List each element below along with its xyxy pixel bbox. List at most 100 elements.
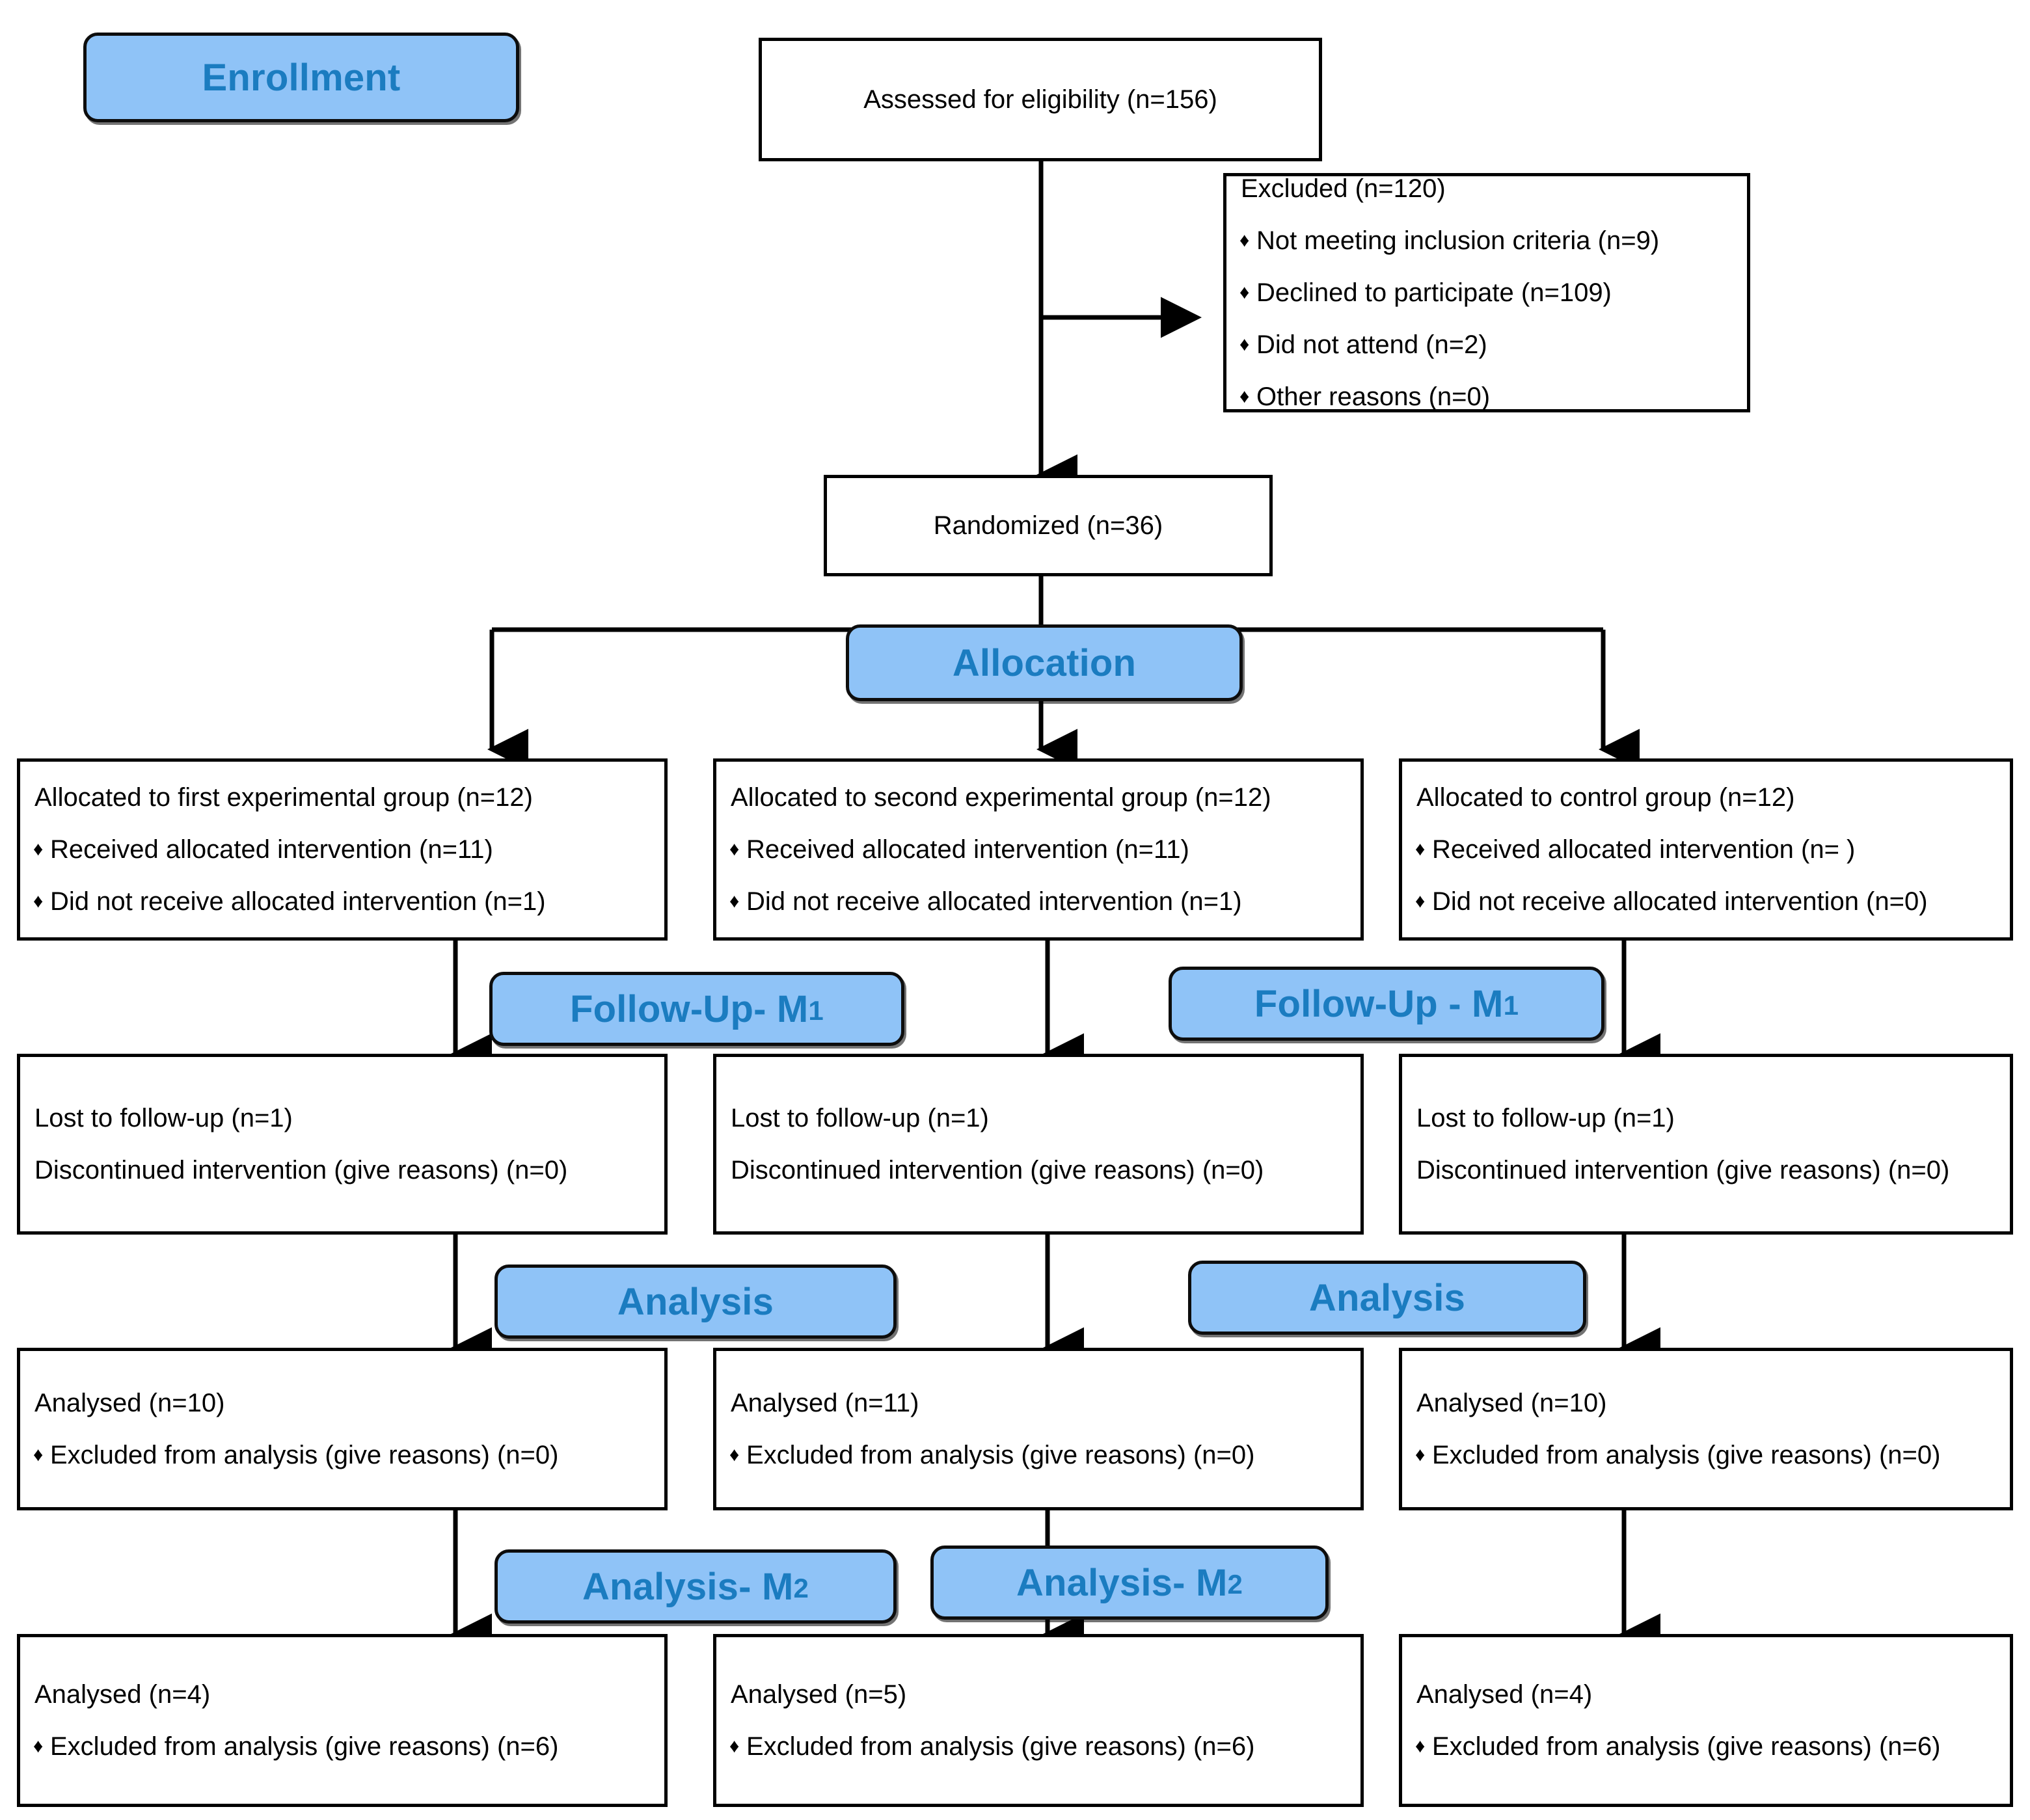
followup-box-first-experimental: Lost to follow-up (n=1) Discontinued int… [17,1054,668,1235]
allocation-title: Allocated to control group (n=12) [1416,783,1795,812]
stage-badge-allocation-label: Allocation [952,641,1137,684]
stage-badge-analysis-left: Analysis [494,1265,897,1339]
excluded-reason-item: ♦ Other reasons (n=0) [1226,382,1747,412]
allocation-item-text: Did not receive allocated intervention (… [1432,887,1928,916]
analysis-m2-box-first-experimental: Analysed (n=4) ♦ Excluded from analysis (… [17,1634,668,1807]
allocation-box-second-experimental: Allocated to second experimental group (… [713,758,1364,941]
randomized-text: Randomized (n=36) [933,511,1163,540]
analysis-excluded-text: Excluded from analysis (give reasons) (n… [50,1441,559,1469]
allocation-item: ♦ Received allocated intervention (n=11) [716,835,1360,864]
followup-discontinued-text: Discontinued intervention (give reasons)… [1416,1156,1950,1184]
analysis-excluded-item: ♦ Excluded from analysis (give reasons) (… [716,1440,1360,1470]
allocation-item-text: Received allocated intervention (n= ) [1432,835,1856,864]
diamond-bullet-icon: ♦ [729,1735,740,1757]
diamond-bullet-icon: ♦ [1239,282,1250,303]
followup-box-control: Lost to follow-up (n=1) Discontinued int… [1399,1054,2013,1235]
analysis-m2-excluded-item: ♦ Excluded from analysis (give reasons) (… [716,1732,1360,1761]
allocation-item-text: Did not receive allocated intervention (… [746,887,1242,916]
allocation-title: Allocated to first experimental group (n… [34,783,533,812]
analysis-m2-analysed-text: Analysed (n=4) [34,1680,211,1709]
followup-lost-text: Lost to follow-up (n=1) [1416,1104,1675,1132]
assessed-for-eligibility-box: Assessed for eligibility (n=156) [759,38,1322,161]
diamond-bullet-icon: ♦ [33,1735,44,1757]
analysis-excluded-item: ♦ Excluded from analysis (give reasons) (… [20,1440,664,1470]
diamond-bullet-icon: ♦ [1415,890,1426,912]
stage-badge-analysis-left-label: Analysis [617,1280,774,1323]
allocation-item: ♦ Did not receive allocated intervention … [20,887,664,917]
analysis-excluded-text: Excluded from analysis (give reasons) (n… [746,1441,1255,1469]
analysis-box-second-experimental: Analysed (n=11) ♦ Excluded from analysis … [713,1348,1364,1510]
stage-badge-followup-m1-right-label: Follow-Up - M [1254,982,1504,1025]
analysis-m2-excluded-text: Excluded from analysis (give reasons) (n… [746,1732,1255,1761]
excluded-reason-item: ♦ Not meeting inclusion criteria (n=9) [1226,226,1747,256]
excluded-reason-item: ♦ Did not attend (n=2) [1226,330,1747,360]
excluded-reason-text: Did not attend (n=2) [1256,330,1487,359]
assessed-for-eligibility-text: Assessed for eligibility (n=156) [863,85,1217,114]
diamond-bullet-icon: ♦ [1415,838,1426,860]
excluded-reason-text: Other reasons (n=0) [1256,382,1491,411]
stage-badge-analysis-m2-right-label: Analysis- M [1016,1561,1228,1604]
analysis-analysed-text: Analysed (n=11) [731,1389,919,1417]
diamond-bullet-icon: ♦ [1415,1735,1426,1757]
excluded-reason-item: ♦ Declined to participate (n=109) [1226,278,1747,308]
diamond-bullet-icon: ♦ [1239,386,1250,407]
excluded-reason-text: Not meeting inclusion criteria (n=9) [1256,226,1660,255]
stage-badge-enrollment-label: Enrollment [202,56,401,99]
analysis-m2-excluded-text: Excluded from analysis (give reasons) (n… [1432,1732,1941,1761]
analysis-analysed-text: Analysed (n=10) [34,1389,225,1417]
stage-badge-followup-m1-right-subscript: 1 [1503,990,1519,1021]
allocation-item: ♦ Did not receive allocated intervention … [716,887,1360,917]
allocation-box-control: Allocated to control group (n=12) ♦ Recei… [1399,758,2013,941]
analysis-excluded-text: Excluded from analysis (give reasons) (n… [1432,1441,1941,1469]
diamond-bullet-icon: ♦ [33,838,44,860]
stage-badge-followup-m1-left-subscript: 1 [808,995,824,1026]
diamond-bullet-icon: ♦ [33,1444,44,1465]
diamond-bullet-icon: ♦ [729,838,740,860]
analysis-box-control: Analysed (n=10) ♦ Excluded from analysis … [1399,1348,2013,1510]
analysis-m2-excluded-item: ♦ Excluded from analysis (give reasons) (… [20,1732,664,1761]
diamond-bullet-icon: ♦ [729,890,740,912]
stage-badge-analysis-right-label: Analysis [1308,1276,1466,1319]
allocation-item: ♦ Received allocated intervention (n= ) [1402,835,2010,864]
analysis-m2-excluded-item: ♦ Excluded from analysis (give reasons) (… [1402,1732,2010,1761]
analysis-m2-excluded-text: Excluded from analysis (give reasons) (n… [50,1732,559,1761]
diamond-bullet-icon: ♦ [729,1444,740,1465]
stage-badge-analysis-m2-left-label: Analysis- M [582,1565,794,1608]
allocation-item: ♦ Did not receive allocated intervention … [1402,887,2010,917]
excluded-reason-text: Declined to participate (n=109) [1256,278,1612,307]
randomized-box: Randomized (n=36) [824,475,1273,576]
allocation-box-first-experimental: Allocated to first experimental group (n… [17,758,668,941]
diamond-bullet-icon: ♦ [1239,230,1250,251]
analysis-m2-analysed-text: Analysed (n=4) [1416,1680,1593,1709]
analysis-m2-box-second-experimental: Analysed (n=5) ♦Excluded from analysis (… [713,1634,1364,1807]
stage-badge-allocation: Allocation [846,624,1243,701]
followup-lost-text: Lost to follow-up (n=1) [731,1104,989,1132]
diamond-bullet-icon: ♦ [1239,334,1250,355]
diamond-bullet-icon: ♦ [33,890,44,912]
followup-box-second-experimental: Lost to follow-up (n=1) Discontinued int… [713,1054,1364,1235]
allocation-title: Allocated to second experimental group (… [731,783,1271,812]
stage-badge-followup-m1-left-label: Follow-Up- M [570,987,809,1030]
allocation-item-text: Received allocated intervention (n=11) [746,835,1189,864]
analysis-analysed-text: Analysed (n=10) [1416,1389,1607,1417]
stage-badge-analysis-right: Analysis [1188,1261,1586,1335]
followup-discontinued-text: Discontinued intervention (give reasons)… [34,1156,568,1184]
analysis-excluded-item: ♦ Excluded from analysis (give reasons) (… [1402,1440,2010,1470]
stage-badge-analysis-m2-left-subscript: 2 [793,1573,809,1603]
diamond-bullet-icon: ♦ [1415,1444,1426,1465]
allocation-item-text: Received allocated intervention (n=11) [50,835,493,864]
stage-badge-enrollment: Enrollment [83,33,519,122]
allocation-item-text: Did not receive allocated intervention (… [50,887,546,916]
allocation-item: ♦ Received allocated intervention (n=11) [20,835,664,864]
followup-lost-text: Lost to follow-up (n=1) [34,1104,293,1132]
followup-discontinued-text: Discontinued intervention (give reasons)… [731,1156,1264,1184]
analysis-box-first-experimental: Analysed (n=10) ♦ Excluded from analysis … [17,1348,668,1510]
excluded-title: Excluded (n=120) [1241,174,1446,203]
stage-badge-analysis-m2-right-subscript: 2 [1227,1569,1243,1599]
excluded-box: Excluded (n=120) ♦ Not meeting inclusion … [1223,173,1750,412]
